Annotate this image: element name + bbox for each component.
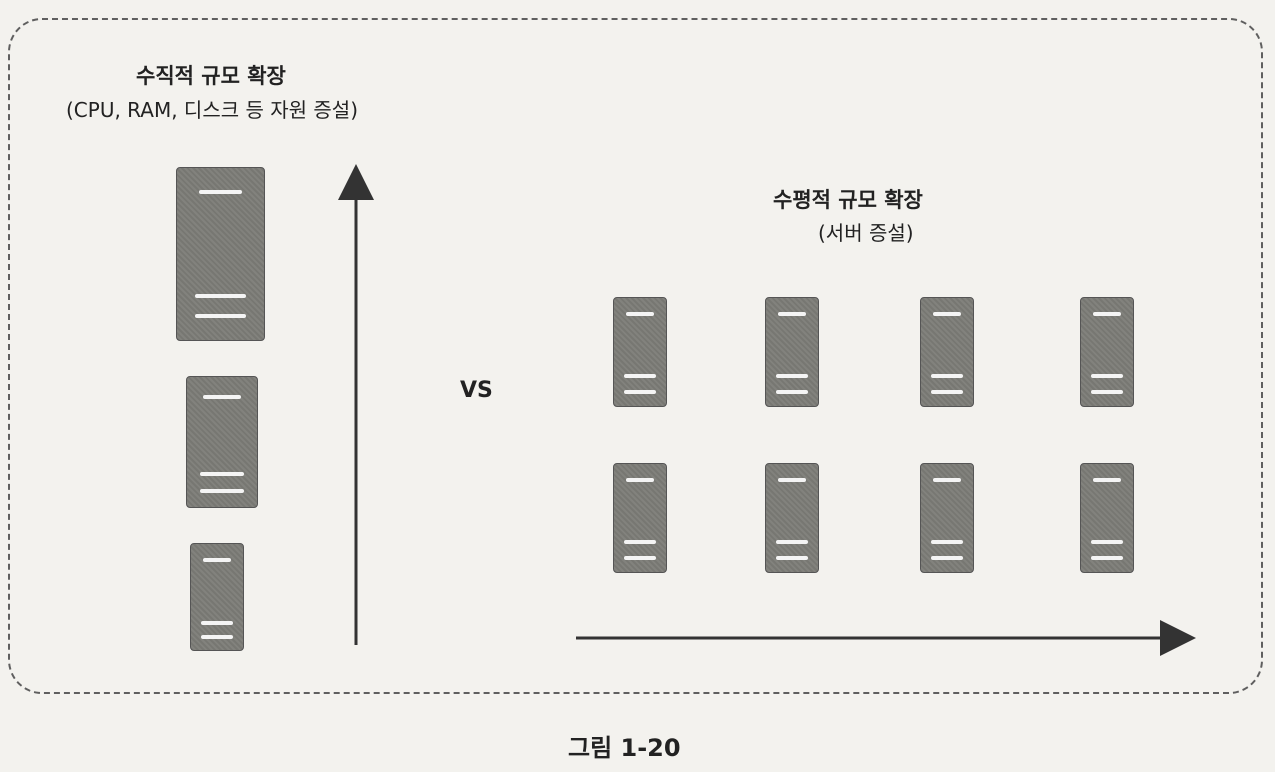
server-icon: [1080, 463, 1134, 573]
server-icon: [765, 297, 819, 407]
server-large-icon: [176, 167, 265, 341]
server-icon: [920, 463, 974, 573]
vertical-scaling-subtitle: (CPU, RAM, 디스크 등 자원 증설): [66, 98, 358, 122]
server-icon: [920, 297, 974, 407]
horizontal-scaling-title: 수평적 규모 확장: [773, 188, 923, 212]
server-small-icon: [190, 543, 244, 651]
versus-label: VS: [460, 378, 493, 403]
vertical-scaling-title: 수직적 규모 확장: [136, 64, 286, 88]
server-icon: [1080, 297, 1134, 407]
diagram-frame: [8, 18, 1263, 694]
server-icon: [613, 297, 667, 407]
server-icon: [765, 463, 819, 573]
server-icon: [613, 463, 667, 573]
figure-caption: 그림 1-20: [568, 734, 681, 762]
horizontal-scaling-subtitle: (서버 증설): [818, 221, 914, 245]
server-medium-icon: [186, 376, 258, 508]
